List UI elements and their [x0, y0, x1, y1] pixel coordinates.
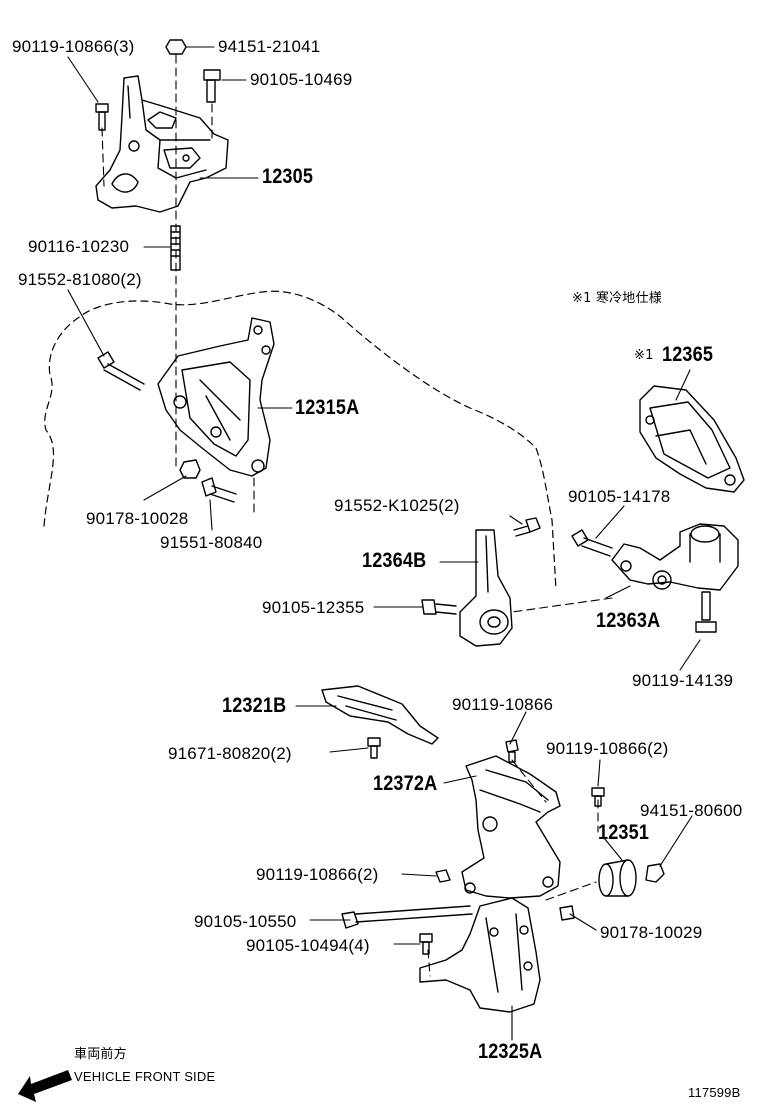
- label-94151-21041: 94151-21041: [218, 37, 321, 56]
- alignment-lines: [101, 54, 613, 977]
- nut-90178-10029: [559, 905, 575, 921]
- part-12321B-plate: [321, 685, 439, 745]
- bolt-90105-10550: [341, 905, 473, 929]
- label-91551-80840: 91551-80840: [160, 533, 263, 552]
- part-12372A-bracket: [461, 755, 561, 899]
- bolt-91552-81080: [97, 351, 145, 391]
- label-12305: 12305: [262, 165, 314, 188]
- label-90105-10469: 90105-10469: [250, 70, 353, 89]
- nut-94151-80600: [645, 863, 665, 883]
- label-90119-14139: 90119-14139: [632, 671, 734, 690]
- label-91552-K1025-2: 91552-K1025(2): [334, 496, 460, 515]
- label-90105-12355: 90105-12355: [262, 598, 365, 617]
- bolt-90119-10866-right: [591, 787, 605, 807]
- label-12372A: 12372A: [373, 772, 438, 795]
- label-90105-10550: 90105-10550: [194, 912, 297, 931]
- part-12351-bushing: [598, 859, 637, 897]
- label-12363A: 12363A: [596, 609, 661, 632]
- bolt-90119-10866-top: [505, 739, 519, 763]
- bolt-90105-14178: [571, 529, 613, 557]
- part-12325A-bracket: [419, 897, 541, 1013]
- figure-number: 117599B: [688, 1085, 741, 1100]
- label-vehicle-front-jp: 車両前方: [74, 1047, 127, 1062]
- stud-90116-10230: [170, 225, 181, 271]
- label-12364B: 12364B: [362, 549, 427, 572]
- label-94151-80600: 94151-80600: [640, 801, 743, 820]
- label-90116-10230: 90116-10230: [28, 237, 130, 256]
- label-90178-10029: 90178-10029: [600, 923, 703, 942]
- label-91552-81080-2: 91552-81080(2): [18, 270, 142, 289]
- bolt-90105-12355: [421, 599, 457, 615]
- label-91671-80820-2: 91671-80820(2): [168, 744, 292, 763]
- label-90119-10866-3: 90119-10866(3): [12, 37, 135, 56]
- engine-outline: [43, 290, 557, 591]
- label-90178-10028: 90178-10028: [86, 509, 189, 528]
- vehicle-front-arrow-icon: [18, 1070, 72, 1102]
- bolt-91552-K1025: [513, 517, 541, 537]
- bolt-90119-10866-left: [435, 869, 451, 883]
- bolt-90119-10866: [95, 103, 109, 131]
- part-12363A-mount: [611, 523, 739, 591]
- bolt-91671-80820: [367, 737, 381, 759]
- part-12315A-bracket: [157, 317, 275, 477]
- part-12365-shield: [639, 385, 745, 493]
- label-vehicle-front-en: VEHICLE FRONT SIDE: [74, 1069, 216, 1084]
- part-12364B-bracket: [459, 529, 513, 647]
- nut-94151-21041: [165, 39, 187, 55]
- bolt-90105-10469: [203, 69, 221, 103]
- bolt-90119-14139: [695, 591, 717, 633]
- part-12305-mount: [95, 75, 229, 213]
- label-12351: 12351: [598, 821, 650, 844]
- label-12321B: 12321B: [222, 694, 287, 717]
- label-12315A: 12315A: [295, 396, 360, 419]
- bolt-90105-10494: [419, 933, 433, 955]
- label-12365-mark: ※1: [634, 348, 654, 363]
- label-90105-14178: 90105-14178: [568, 487, 671, 506]
- label-90119-10866-a: 90119-10866: [452, 695, 554, 714]
- bolt-91551-80840: [201, 477, 237, 503]
- label-90119-10866-2b: 90119-10866(2): [256, 865, 379, 884]
- label-12325A: 12325A: [478, 1040, 543, 1063]
- label-90105-10494-4: 90105-10494(4): [246, 936, 370, 955]
- label-cold-region-note: ※1 寒冷地仕様: [572, 291, 662, 306]
- label-12365: 12365: [662, 343, 714, 366]
- label-90119-10866-2a: 90119-10866(2): [546, 739, 669, 758]
- nut-90178-10028: [179, 459, 201, 479]
